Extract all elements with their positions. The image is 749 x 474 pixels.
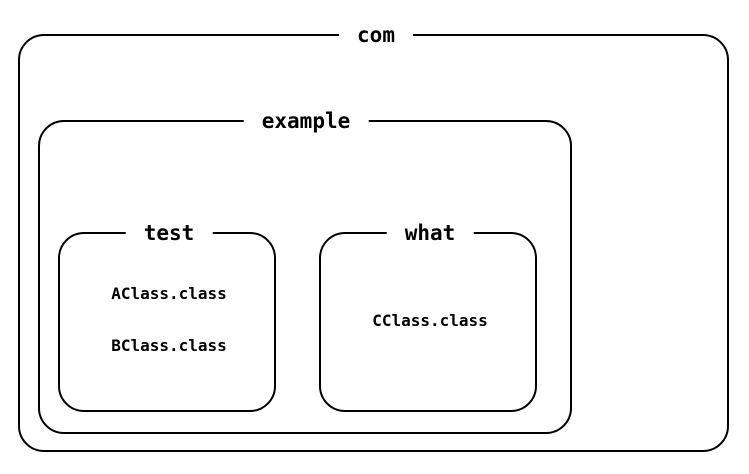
package-what-label: what: [386, 220, 474, 246]
file-aclass: AClass.class: [111, 284, 227, 303]
package-what: what CClass.class: [319, 220, 537, 412]
package-test-label: test: [125, 220, 213, 246]
file-bclass: BClass.class: [111, 336, 227, 355]
package-com-label: com: [339, 22, 413, 48]
file-cclass: CClass.class: [372, 311, 488, 330]
package-example: example test AClass.class BClass.class w…: [38, 108, 572, 434]
package-example-label: example: [243, 108, 369, 134]
package-com: com example test AClass.class BClass.cla…: [18, 22, 729, 452]
package-test: test AClass.class BClass.class: [58, 220, 276, 412]
